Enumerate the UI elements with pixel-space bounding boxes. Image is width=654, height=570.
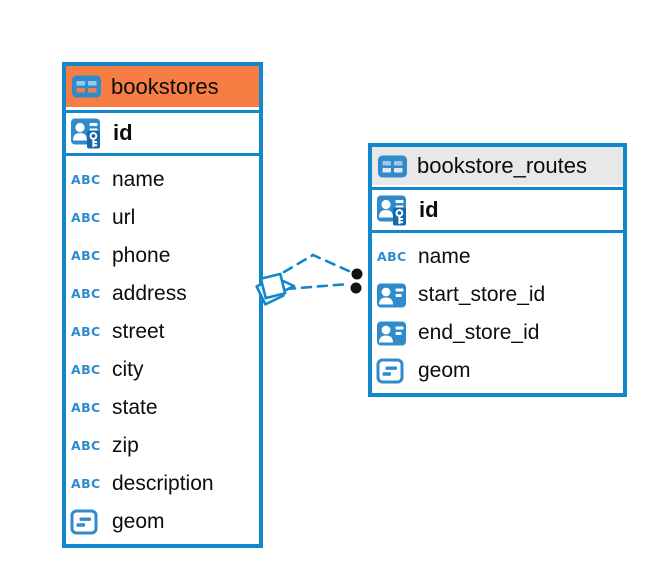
column-row-geom[interactable]: geom	[66, 503, 259, 541]
column-name: address	[112, 282, 187, 305]
column-row-name[interactable]: ABC name	[372, 238, 623, 276]
text-icon: ABC	[71, 475, 101, 491]
column-name: phone	[112, 244, 171, 267]
text-icon: ABC	[71, 209, 101, 225]
header-gap	[66, 107, 259, 110]
table-bookstores[interactable]: bookstores id ABC name ABC url ABC phone	[62, 62, 263, 548]
column-row-address[interactable]: ABC address	[66, 275, 259, 313]
column-name: start_store_id	[418, 283, 546, 306]
table-icon	[377, 153, 408, 180]
dot-marker	[348, 280, 364, 296]
column-name: url	[112, 206, 136, 229]
table-icon	[71, 73, 102, 100]
header-gap	[372, 185, 623, 187]
text-icon: ABC	[377, 248, 407, 264]
column-row-start_store_id[interactable]: start_store_id	[372, 276, 623, 314]
column-name: street	[112, 320, 165, 343]
column-row-city[interactable]: ABC city	[66, 351, 259, 389]
table-header-bookstore-routes[interactable]: bookstore_routes	[372, 147, 623, 185]
column-name: city	[112, 358, 144, 381]
text-icon: ABC	[71, 437, 101, 453]
column-row-phone[interactable]: ABC phone	[66, 237, 259, 275]
primary-key-icon	[376, 194, 411, 227]
primary-key-name: id	[419, 197, 439, 222]
divider	[372, 187, 623, 190]
column-list: ABC name start_store_id end_store_id	[372, 233, 623, 393]
column-name: description	[112, 472, 214, 495]
relationship-line-upper[interactable]	[282, 253, 353, 274]
divider	[372, 230, 623, 233]
column-row-description[interactable]: ABC description	[66, 465, 259, 503]
column-name: name	[418, 245, 471, 268]
text-icon: ABC	[71, 285, 101, 301]
divider	[66, 110, 259, 113]
text-icon: ABC	[71, 323, 101, 339]
column-row-url[interactable]: ABC url	[66, 199, 259, 237]
column-name: zip	[112, 434, 139, 457]
column-row-state[interactable]: ABC state	[66, 389, 259, 427]
text-icon: ABC	[71, 361, 101, 377]
text-icon: ABC	[71, 399, 101, 415]
column-row-zip[interactable]: ABC zip	[66, 427, 259, 465]
column-row-name[interactable]: ABC name	[66, 161, 259, 199]
column-name: state	[112, 396, 158, 419]
table-title: bookstores	[111, 73, 219, 99]
geometry-icon	[376, 358, 410, 384]
ref-id-icon	[376, 320, 410, 347]
table-bookstore-routes[interactable]: bookstore_routes id ABC name start_stor	[368, 143, 627, 397]
divider	[66, 153, 259, 156]
column-row-end_store_id[interactable]: end_store_id	[372, 314, 623, 352]
text-icon: ABC	[71, 171, 101, 187]
geometry-icon	[70, 509, 104, 535]
relationship-line-lower[interactable]	[284, 282, 351, 291]
table-title: bookstore_routes	[417, 153, 587, 178]
text-icon: ABC	[71, 247, 101, 263]
column-name: end_store_id	[418, 321, 540, 344]
primary-key-row[interactable]: id	[66, 113, 259, 153]
column-list: ABC name ABC url ABC phone ABC address A…	[66, 156, 259, 544]
column-row-geom[interactable]: geom	[372, 352, 623, 390]
column-name: name	[112, 168, 165, 191]
column-name: geom	[112, 510, 165, 533]
primary-key-row[interactable]: id	[372, 190, 623, 230]
primary-key-icon	[70, 117, 105, 150]
ref-id-icon	[376, 282, 410, 309]
primary-key-name: id	[113, 120, 133, 145]
column-row-street[interactable]: ABC street	[66, 313, 259, 351]
table-header-bookstores[interactable]: bookstores	[66, 66, 259, 107]
dot-marker	[349, 266, 365, 282]
column-name: geom	[418, 359, 471, 382]
